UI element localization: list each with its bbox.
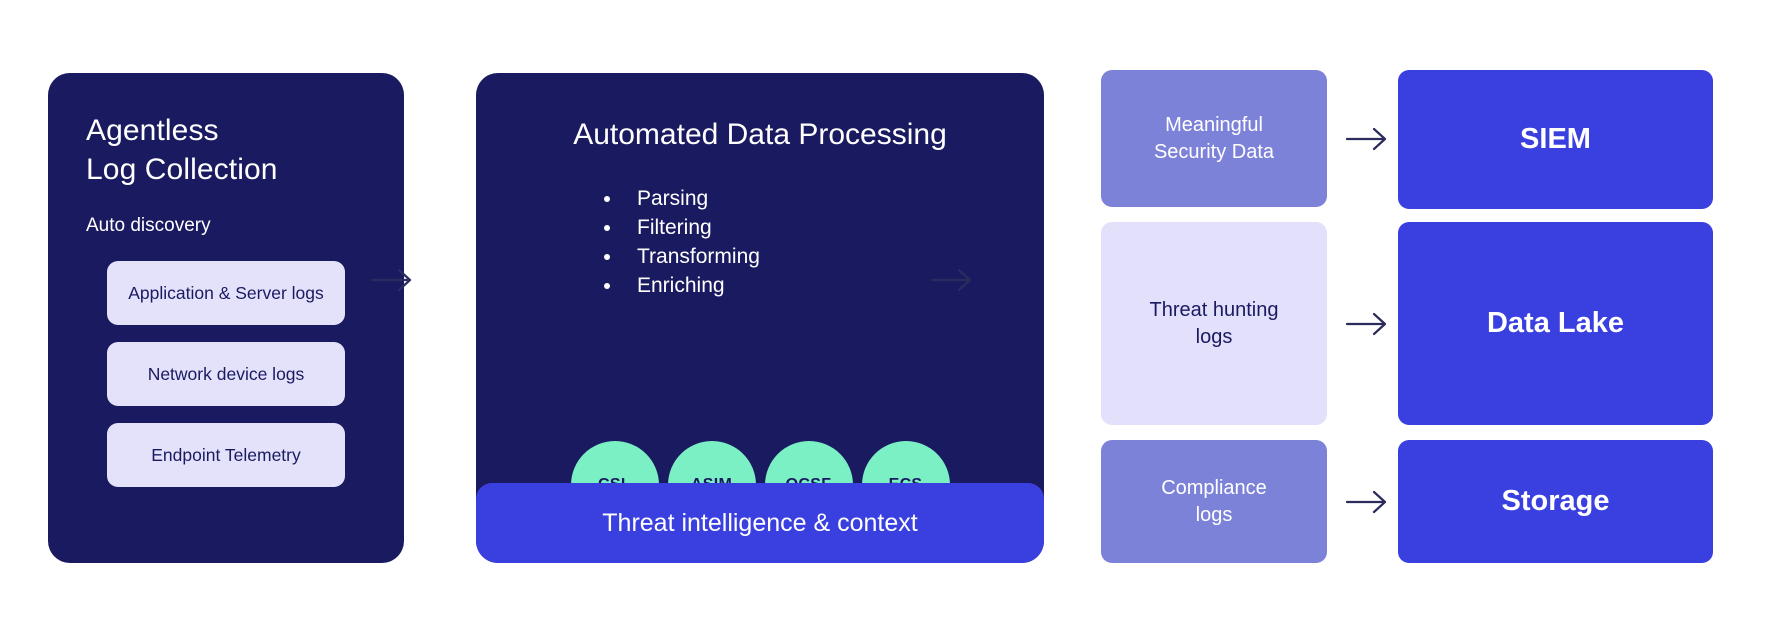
processing-step-filtering: Filtering	[601, 213, 1044, 242]
arrow-right-icon-collection-to-processing	[370, 264, 414, 296]
log-source-chip-network-device[interactable]: Network device logs	[107, 342, 345, 406]
collection-subtitle: Auto discovery	[86, 215, 211, 236]
destination-box-storage[interactable]: Storage	[1398, 440, 1713, 563]
processing-title: Automated Data Processing	[573, 118, 947, 151]
threat-intelligence-banner: Threat intelligence & context	[476, 483, 1044, 563]
arrow-right-icon-security-data-to-siem	[1345, 124, 1389, 154]
log-source-chip-endpoint-telemetry[interactable]: Endpoint Telemetry	[107, 423, 345, 487]
collection-title: Agentless Log Collection	[86, 114, 278, 186]
arrow-right-icon-processing-to-outputs	[930, 264, 974, 296]
destination-box-siem[interactable]: SIEM	[1398, 70, 1713, 209]
processing-step-parsing: Parsing	[601, 184, 1044, 213]
processing-step-enriching: Enriching	[601, 271, 1044, 300]
log-source-chip-application-server[interactable]: Application & Server logs	[107, 261, 345, 325]
processing-step-transforming: Transforming	[601, 242, 1044, 271]
output-box-threat-hunting-logs[interactable]: Threat hunting logs	[1101, 222, 1327, 425]
arrow-right-icon-compliance-to-storage	[1345, 487, 1389, 517]
log-source-chip-list: Application & Server logs Network device…	[86, 261, 366, 487]
output-box-compliance-logs[interactable]: Compliance logs	[1101, 440, 1327, 563]
processing-step-list: Parsing Filtering Transforming Enriching	[601, 184, 1044, 300]
arrow-right-icon-threat-hunting-to-data-lake	[1345, 309, 1389, 339]
agentless-log-collection-panel: Agentless Log Collection Auto discovery …	[48, 73, 404, 563]
automated-data-processing-panel: Automated Data Processing Parsing Filter…	[476, 73, 1044, 563]
destination-box-data-lake[interactable]: Data Lake	[1398, 222, 1713, 425]
output-box-meaningful-security-data[interactable]: Meaningful Security Data	[1101, 70, 1327, 207]
